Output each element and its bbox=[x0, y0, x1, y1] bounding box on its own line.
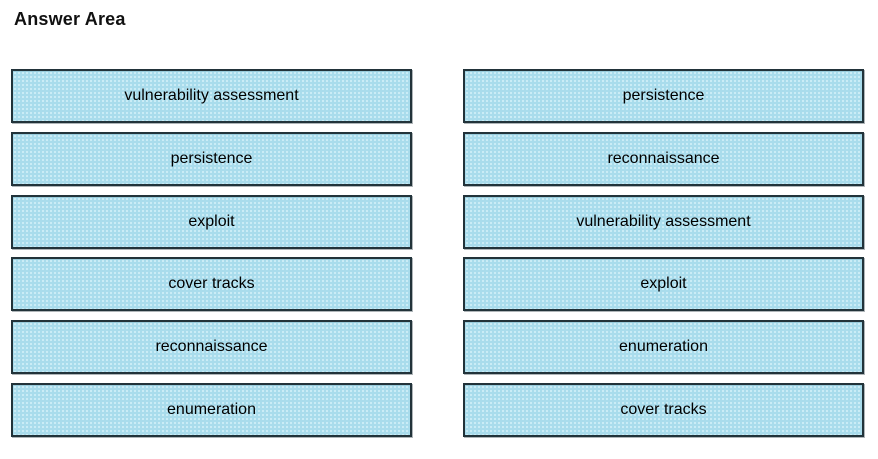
drag-item-label: enumeration bbox=[167, 400, 256, 418]
drop-slot-label: persistence bbox=[622, 87, 705, 104]
drop-slot[interactable]: exploit bbox=[463, 257, 864, 312]
drop-slot[interactable]: persistence bbox=[463, 69, 864, 123]
drop-slot[interactable]: vulnerability assessment bbox=[463, 194, 864, 249]
drop-slot[interactable]: enumeration bbox=[463, 320, 864, 375]
drop-slot-label: exploit bbox=[640, 275, 687, 293]
drop-slot-label: cover tracks bbox=[620, 400, 707, 418]
drop-slot-label: vulnerability assessment bbox=[576, 212, 751, 230]
drag-item[interactable]: vulnerability assessment bbox=[11, 69, 412, 123]
drag-item-label: cover tracks bbox=[168, 275, 255, 293]
drag-item[interactable]: persistence bbox=[11, 131, 412, 186]
drag-item-label: vulnerability assessment bbox=[124, 87, 299, 104]
target-column: persistence reconnaissance vulnerability… bbox=[463, 69, 864, 437]
drop-slot[interactable]: cover tracks bbox=[463, 382, 864, 437]
drop-slot-label: enumeration bbox=[619, 338, 708, 356]
drop-slot-label: reconnaissance bbox=[607, 149, 720, 167]
drag-item[interactable]: cover tracks bbox=[11, 257, 412, 312]
drag-item-label: persistence bbox=[170, 149, 253, 167]
answer-area-title: Answer Area bbox=[14, 9, 126, 29]
drop-slot[interactable]: reconnaissance bbox=[463, 131, 864, 186]
source-column: vulnerability assessment persistence exp… bbox=[11, 69, 412, 437]
drag-item-label: exploit bbox=[188, 212, 235, 230]
drag-item[interactable]: exploit bbox=[11, 194, 412, 249]
drag-item-label: reconnaissance bbox=[155, 338, 268, 356]
drag-item[interactable]: reconnaissance bbox=[11, 320, 412, 375]
drag-item[interactable]: enumeration bbox=[11, 382, 412, 437]
